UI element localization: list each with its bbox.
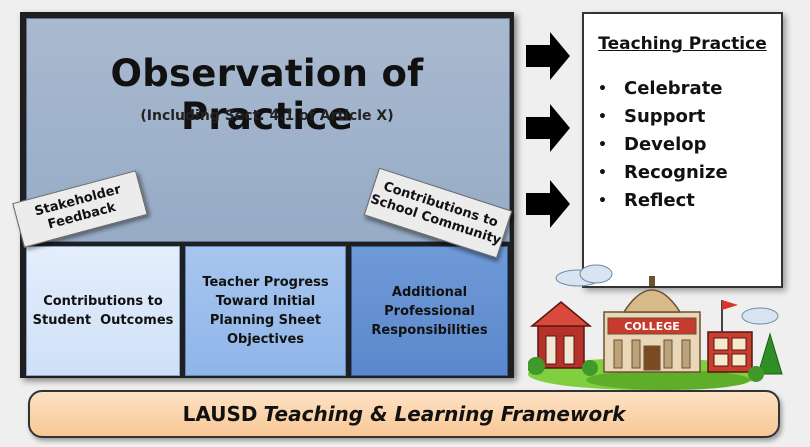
practice-list-item: • Recognize bbox=[598, 162, 728, 184]
right-arrow-icon bbox=[526, 32, 570, 80]
bullet-icon: • bbox=[598, 193, 607, 209]
college-campus-icon: COLLEGE bbox=[528, 264, 783, 390]
practice-list-item: • Reflect bbox=[598, 190, 695, 212]
practice-list-item: • Support bbox=[598, 106, 705, 128]
student-outcomes-box: Contributions to Student Outcomes bbox=[26, 246, 180, 376]
practice-item-label: Support bbox=[624, 106, 706, 127]
bullet-icon: • bbox=[598, 81, 607, 97]
college-sign: COLLEGE bbox=[624, 320, 680, 333]
practice-item-label: Celebrate bbox=[624, 78, 723, 99]
bullet-icon: • bbox=[598, 137, 607, 153]
practice-list-item: • Develop bbox=[598, 134, 707, 156]
student-outcomes-line: Contributions to bbox=[43, 294, 163, 309]
observation-subtitle: (Including Sect. 4.1 of Article X) bbox=[140, 108, 394, 124]
bullet-icon: • bbox=[598, 109, 607, 125]
teacher-progress-box: Teacher Progress Toward Initial Planning… bbox=[185, 246, 346, 376]
additional-responsibilities-box: Additional Professional Responsibilities bbox=[351, 246, 508, 376]
teacher-progress-line: Teacher Progress bbox=[202, 275, 329, 290]
teacher-progress-line: Toward Initial bbox=[215, 294, 316, 309]
framework-footer-bar: LAUSD Teaching & Learning Framework bbox=[28, 390, 780, 438]
additional-line: Additional bbox=[391, 284, 468, 300]
footer-prefix: LAUSD bbox=[182, 402, 258, 426]
teacher-progress-line: Planning Sheet bbox=[209, 313, 322, 328]
right-arrow-icon bbox=[526, 180, 570, 228]
observation-title: Observation of Practice bbox=[110, 52, 424, 138]
teacher-progress-line: Objectives bbox=[226, 332, 305, 347]
bullet-icon: • bbox=[598, 165, 607, 181]
teaching-practice-title: Teaching Practice bbox=[598, 34, 767, 54]
additional-line: Responsibilities bbox=[371, 322, 488, 338]
additional-line: Professional bbox=[384, 303, 475, 319]
student-outcomes-line: Student Outcomes bbox=[32, 313, 174, 328]
practice-item-label: Recognize bbox=[624, 162, 728, 183]
footer-framework-name: Teaching & Learning Framework bbox=[263, 402, 626, 426]
practice-list-item: • Celebrate bbox=[598, 78, 723, 100]
right-arrow-icon bbox=[526, 104, 570, 152]
practice-item-label: Reflect bbox=[624, 190, 695, 211]
practice-item-label: Develop bbox=[624, 134, 707, 155]
teaching-practice-panel bbox=[582, 12, 783, 288]
